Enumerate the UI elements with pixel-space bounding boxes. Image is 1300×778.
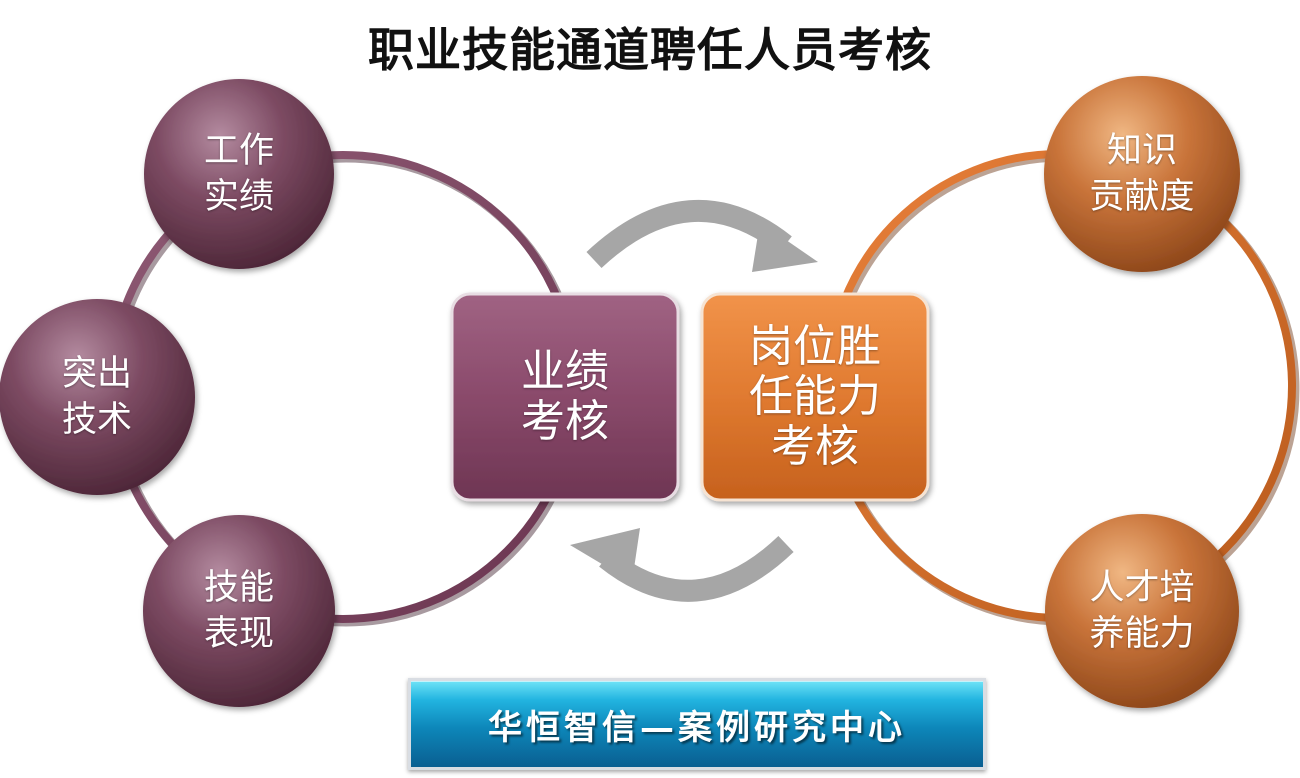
bubble-line: 知识 xyxy=(1106,131,1177,171)
bottom-arrow-head xyxy=(570,528,640,582)
bubble-line: 表现 xyxy=(203,614,274,654)
bubble-line: 养能力 xyxy=(1089,614,1195,654)
page-title: 职业技能通道聘任人员考核 xyxy=(368,23,932,77)
bubble-work-results xyxy=(144,79,334,269)
bubble-line: 实绩 xyxy=(203,177,274,217)
performance-box-label: 业绩 考核 xyxy=(452,294,678,500)
bubble-line: 贡献度 xyxy=(1089,177,1195,217)
bubble-skill-performance-label: 技能 表现 xyxy=(144,516,334,706)
competency-box-label: 岗位胜 任能力 考核 xyxy=(702,294,928,500)
box-line: 任能力 xyxy=(749,371,881,422)
bubble-line: 技术 xyxy=(61,400,132,440)
box-line: 业绩 xyxy=(521,346,609,397)
box-line: 考核 xyxy=(521,396,609,447)
bubble-skill-performance xyxy=(143,515,335,707)
bubble-line: 突出 xyxy=(61,354,132,394)
competency-box xyxy=(700,292,930,502)
bubble-line: 技能 xyxy=(203,568,274,608)
top-arrow-head xyxy=(752,222,818,272)
bubble-line: 人才培 xyxy=(1089,568,1195,608)
box-line: 岗位胜 xyxy=(749,321,881,372)
box-line: 考核 xyxy=(771,421,859,472)
bubble-outstanding-tech xyxy=(0,299,195,495)
banner-text: 华恒智信—案例研究中心 xyxy=(488,707,906,748)
performance-box xyxy=(450,292,680,502)
source-banner: 华恒智信—案例研究中心 xyxy=(408,678,986,770)
bubble-talent-cultivation-label: 人才培 养能力 xyxy=(1045,516,1239,706)
bubble-knowledge-contribution xyxy=(1044,76,1240,272)
bubble-outstanding-tech-label: 突出 技术 xyxy=(0,302,194,492)
bubble-line: 工作 xyxy=(203,131,274,171)
bubble-knowledge-contribution-label: 知识 贡献度 xyxy=(1045,79,1239,269)
bubble-talent-cultivation xyxy=(1045,514,1239,708)
bubble-work-results-label: 工作 实绩 xyxy=(144,79,334,269)
